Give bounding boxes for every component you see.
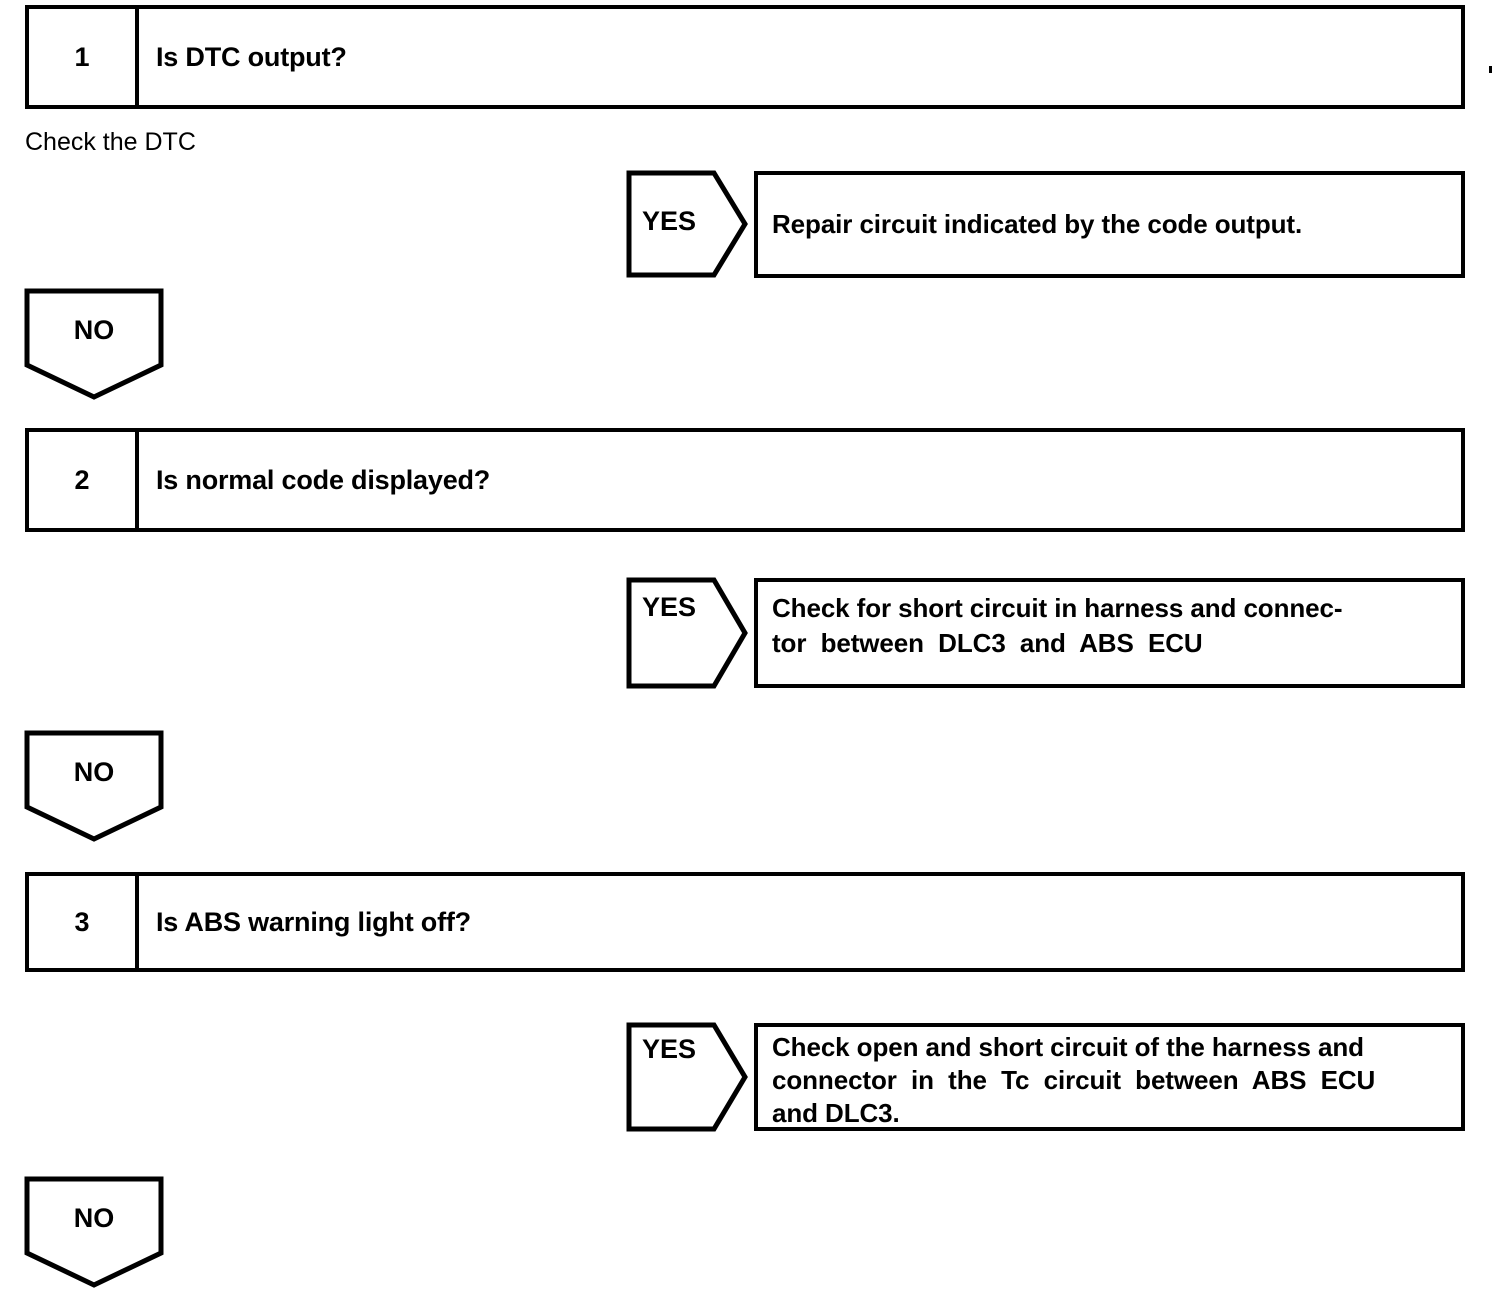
- yes-arrow-2: YES: [626, 577, 748, 689]
- no-arrow-label-2: NO: [73, 757, 115, 787]
- yes-arrow-1: YES: [626, 170, 748, 278]
- result-line: and DLC3.: [772, 1098, 900, 1128]
- no-arrow-2: NO: [24, 730, 164, 842]
- yes-arrow-label-1: YES: [641, 206, 697, 236]
- result-line: Check for short circuit in harness and c…: [772, 593, 1343, 623]
- step-question-1: Is DTC output?: [156, 41, 347, 72]
- result-line: Repair circuit indicated by the code out…: [772, 209, 1303, 239]
- no-arrow-label-3: NO: [73, 1203, 115, 1233]
- step-number-2: 2: [29, 432, 139, 528]
- no-arrow-1: NO: [24, 288, 164, 400]
- no-arrow-label-1: NO: [73, 315, 115, 345]
- yes-arrow-shape-1: [626, 170, 748, 278]
- yes-arrow-label-3: YES: [641, 1034, 697, 1064]
- step-1-caption: Check the DTC: [25, 128, 196, 156]
- yes-arrow-shape-3: [626, 1022, 748, 1132]
- yes-arrow-3: YES: [626, 1022, 748, 1132]
- yes-arrow-label-2: YES: [641, 592, 697, 622]
- no-arrow-shape-1: [24, 288, 164, 400]
- page-speck: [1489, 66, 1492, 73]
- step-question-3: Is ABS warning light off?: [156, 906, 471, 937]
- result-box-2: Check for short circuit in harness and c…: [754, 578, 1465, 688]
- result-box-1: Repair circuit indicated by the code out…: [754, 171, 1465, 278]
- step-number-3: 3: [29, 876, 139, 968]
- no-arrow-shape-3: [24, 1176, 164, 1288]
- result-line: Check open and short circuit of the harn…: [772, 1032, 1364, 1062]
- yes-arrow-shape-2: [626, 577, 748, 689]
- result-line: connector in the Tc circuit between ABS …: [772, 1065, 1376, 1095]
- step-bar-2: 2 Is normal code displayed?: [25, 428, 1465, 532]
- step-bar-3: 3 Is ABS warning light off?: [25, 872, 1465, 972]
- step-question-2: Is normal code displayed?: [156, 464, 491, 495]
- step-number-1: 1: [29, 9, 139, 105]
- no-arrow-3: NO: [24, 1176, 164, 1288]
- no-arrow-shape-2: [24, 730, 164, 842]
- result-line: tor between DLC3 and ABS ECU: [772, 628, 1203, 658]
- result-box-3: Check open and short circuit of the harn…: [754, 1023, 1465, 1131]
- step-bar-1: 1 Is DTC output?: [25, 5, 1465, 109]
